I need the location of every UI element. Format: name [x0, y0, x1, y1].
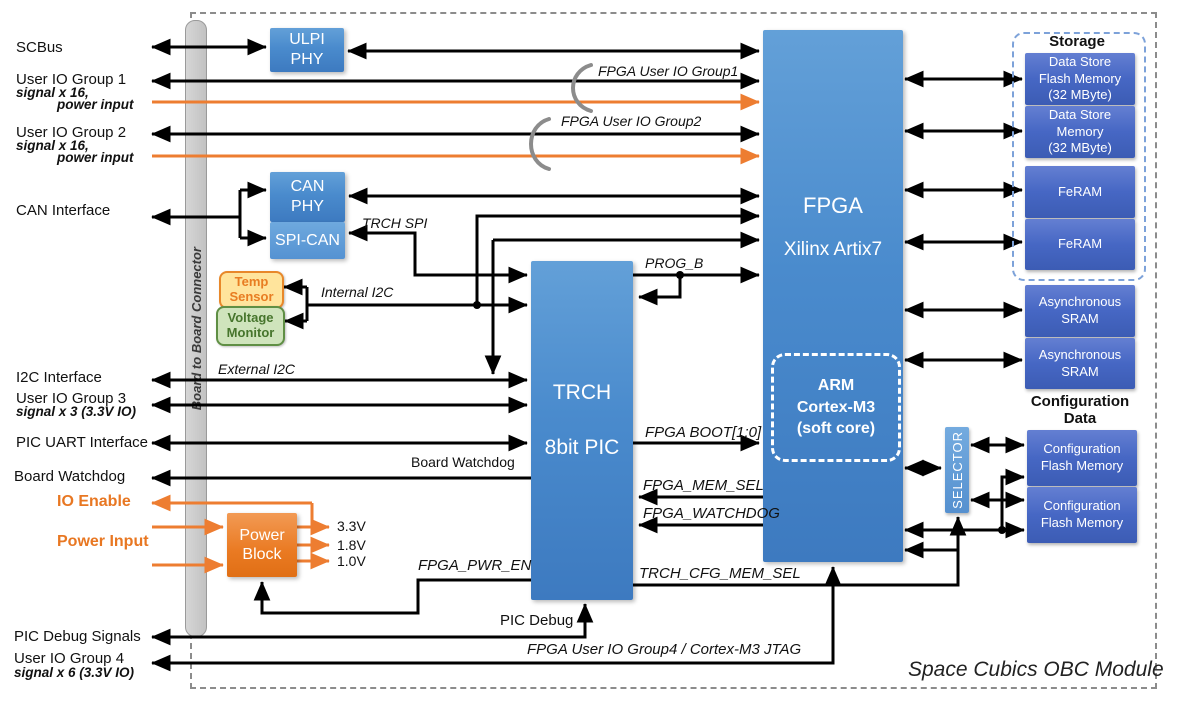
black-wires: [151, 38, 1025, 672]
feram-block-1: FeRAM: [1025, 166, 1135, 218]
junction-dots: [473, 271, 1006, 534]
trch-block: TRCH 8bit PIC: [531, 261, 633, 600]
signal-fpga-boot: FPGA BOOT[1:0]: [645, 424, 762, 441]
async-sram-block-2: Asynchronous SRAM: [1025, 338, 1135, 389]
bundle-loop-icons: [529, 63, 593, 171]
data-store-flash-memory-block: Data Store Flash Memory (32 MByte): [1025, 53, 1135, 105]
port-board-watchdog: Board Watchdog: [14, 468, 126, 485]
signal-pic-debug: PIC Debug: [500, 612, 574, 629]
signal-board-watchdog: Board Watchdog: [411, 454, 515, 470]
port-i2c-interface: I2C Interface: [16, 369, 102, 386]
signal-fpga-user-io-group1: FPGA User IO Group1: [598, 63, 739, 79]
signal-fpga-mem-sel: FPGA_MEM_SEL: [643, 477, 764, 494]
port-pic-uart-interface: PIC UART Interface: [16, 434, 148, 451]
rail-1v0: 1.0V: [337, 553, 366, 569]
port-user-io-group3-sub1: signal x 3 (3.3V IO): [16, 404, 137, 419]
rail-1v8: 1.8V: [337, 537, 366, 553]
selector-label: SELECTOR: [949, 431, 965, 509]
data-store-memory-block: Data Store Memory (32 MByte): [1025, 106, 1135, 158]
rail-3v3: 3.3V: [337, 518, 366, 534]
signal-group4-jtag: FPGA User IO Group4 / Cortex-M3 JTAG: [527, 641, 802, 658]
signal-fpga-watchdog: FPGA_WATCHDOG: [643, 505, 780, 522]
module-title: Space Cubics OBC Module: [908, 658, 1164, 681]
port-can-interface: CAN Interface: [16, 202, 111, 219]
signal-trch-cfg-mem-sel: TRCH_CFG_MEM_SEL: [639, 565, 801, 582]
signal-internal-i2c: Internal I2C: [321, 284, 394, 300]
can-phy-block: CAN PHY: [270, 172, 345, 222]
port-user-io-group3: User IO Group 3: [16, 390, 127, 407]
ulpi-phy-block: ULPI PHY: [270, 28, 344, 72]
config-flash-memory-block-2: Configuration Flash Memory: [1027, 487, 1137, 543]
selector-block: SELECTOR: [945, 427, 969, 513]
orange-wires: [151, 93, 760, 574]
port-pic-debug-signals: PIC Debug Signals: [14, 628, 141, 645]
port-user-io-group4: User IO Group 4: [14, 650, 125, 667]
signal-trch-spi: TRCH SPI: [362, 215, 428, 231]
port-user-io-group1-sub1: signal x 16,: [16, 85, 89, 100]
trch-title: TRCH: [552, 381, 612, 405]
config-flash-memory-block-1: Configuration Flash Memory: [1027, 430, 1137, 486]
port-user-io-group2: User IO Group 2: [16, 124, 127, 141]
trch-label: TRCH 8bit PIC: [545, 380, 620, 461]
spi-can-block: SPI-CAN: [270, 222, 345, 259]
async-sram-block-1: Asynchronous SRAM: [1025, 285, 1135, 337]
port-io-enable: IO Enable: [57, 493, 131, 510]
port-user-io-group1-sub2: power input: [57, 97, 134, 112]
configuration-data-title: Configuration Data: [1030, 393, 1130, 428]
power-block: Power Block: [227, 513, 297, 577]
port-user-io-group1: User IO Group 1: [16, 71, 127, 88]
fpga-block: FPGA Xilinx Artix7: [763, 30, 903, 562]
storage-group-title: Storage: [1049, 33, 1105, 50]
storage-group-frame: [1012, 32, 1146, 281]
temp-sensor-block: Temp Sensor: [219, 271, 284, 309]
fpga-title: FPGA: [803, 193, 863, 218]
signal-prog-b: PROG_B: [645, 255, 704, 271]
trch-subtitle: 8bit PIC: [544, 435, 620, 459]
signal-fpga-pwr-en: FPGA_PWR_EN: [418, 557, 532, 574]
port-user-io-group2-sub2: power input: [57, 150, 134, 165]
feram-block-2: FeRAM: [1025, 219, 1135, 270]
port-scbus: SCBus: [16, 39, 63, 56]
arm-cortex-m3-core: ARM Cortex-M3 (soft core): [771, 353, 901, 462]
signal-fpga-user-io-group2: FPGA User IO Group2: [561, 113, 702, 129]
port-power-input: Power Input: [57, 533, 149, 550]
fpga-subtitle: Xilinx Artix7: [783, 239, 883, 260]
port-user-io-group2-sub1: signal x 16,: [16, 138, 89, 153]
signal-external-i2c: External I2C: [218, 361, 296, 377]
voltage-monitor-block: Voltage Monitor: [216, 306, 285, 346]
port-user-io-group4-sub1: signal x 6 (3.3V IO): [14, 665, 135, 680]
